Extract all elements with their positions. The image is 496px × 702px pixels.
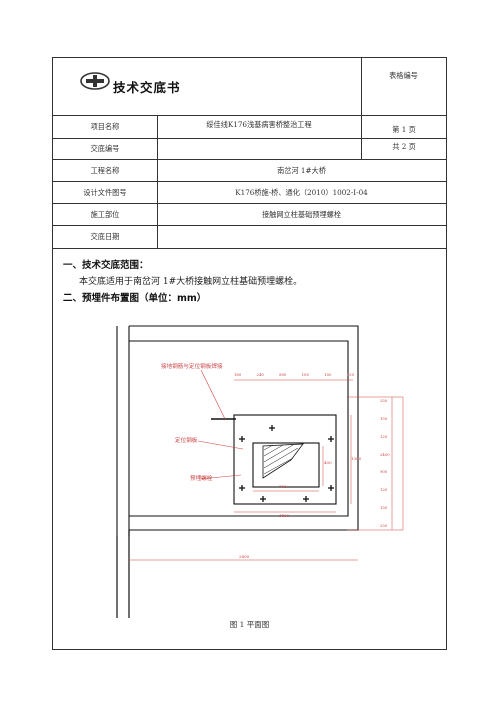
plate-note: 定位钢板 xyxy=(175,438,198,444)
form-number-label: 表格编号 xyxy=(389,71,418,80)
figure-caption: 图 1 平面图 xyxy=(229,620,270,629)
project-value: 绥佳线K176浅基病害桥整治工程 xyxy=(206,120,312,129)
project-label: 项目名称 xyxy=(90,122,120,131)
inner-width-dim: 700 xyxy=(279,484,287,489)
disclosure-sheet: 技术交底书 表格编号 项目名称 绥佳线K176浅基病害桥整治工程 交底编号 第 … xyxy=(52,57,447,650)
scope-text: 本交底适用于南岔河 1#大桥接触网立柱基础预埋螺栓。 xyxy=(79,277,303,287)
design-doc-row: 设计文件图号 K176桥施-桥、通化（2010）1002-Ⅰ-04 xyxy=(53,182,446,204)
header-row: 技术交底书 表格编号 xyxy=(53,58,446,116)
date-row: 交底日期 xyxy=(53,226,446,249)
inner-height-dim: 400 xyxy=(324,460,332,465)
project-row: 项目名称 绥佳线K176浅基病害桥整治工程 xyxy=(53,116,446,139)
weld-note: 接地钢筋与定位钢板焊接 xyxy=(161,364,223,370)
page-number: 第 1 页 xyxy=(392,124,416,134)
plate-width-dim: 1400 xyxy=(279,513,290,518)
bottom-width-dim: 2400 xyxy=(239,554,250,559)
disclosure-no-row: 交底编号 xyxy=(53,139,446,160)
embedded-parts-layout-drawing xyxy=(116,325,404,618)
date-label: 交底日期 xyxy=(90,232,120,241)
disclosure-no-label: 交底编号 xyxy=(90,144,120,153)
page-total: 共 2 页 xyxy=(392,141,416,151)
scope-heading: 一、技术交底范围： xyxy=(63,260,149,271)
plate-height-dim: 1300 xyxy=(351,456,362,461)
construction-part-row: 施工部位 接触网立柱基础预埋螺栓 xyxy=(53,204,446,226)
work-name-row: 工程名称 南岔河 1#大桥 xyxy=(53,160,446,182)
company-logo-icon xyxy=(80,72,110,90)
bolt-markers xyxy=(239,425,334,502)
top-dimensions: 180 240 800 100 150 150 xyxy=(234,372,354,377)
construction-part-value: 接触网立柱基础预埋螺栓 xyxy=(261,209,342,219)
right-dimensions: 250 150 120 2400 900 120 150 250 xyxy=(380,398,390,528)
work-name-value: 南岔河 1#大桥 xyxy=(277,165,326,175)
design-doc-label: 设计文件图号 xyxy=(83,187,127,197)
construction-part-label: 施工部位 xyxy=(90,209,120,219)
layout-heading: 二、预埋件布置图（单位：mm） xyxy=(63,293,207,304)
design-doc-value: K176桥施-桥、通化（2010）1002-Ⅰ-04 xyxy=(235,187,368,197)
work-name-label: 工程名称 xyxy=(90,165,120,175)
document-title: 技术交底书 xyxy=(113,80,181,95)
bolt-note: 预埋螺栓 xyxy=(190,476,213,482)
